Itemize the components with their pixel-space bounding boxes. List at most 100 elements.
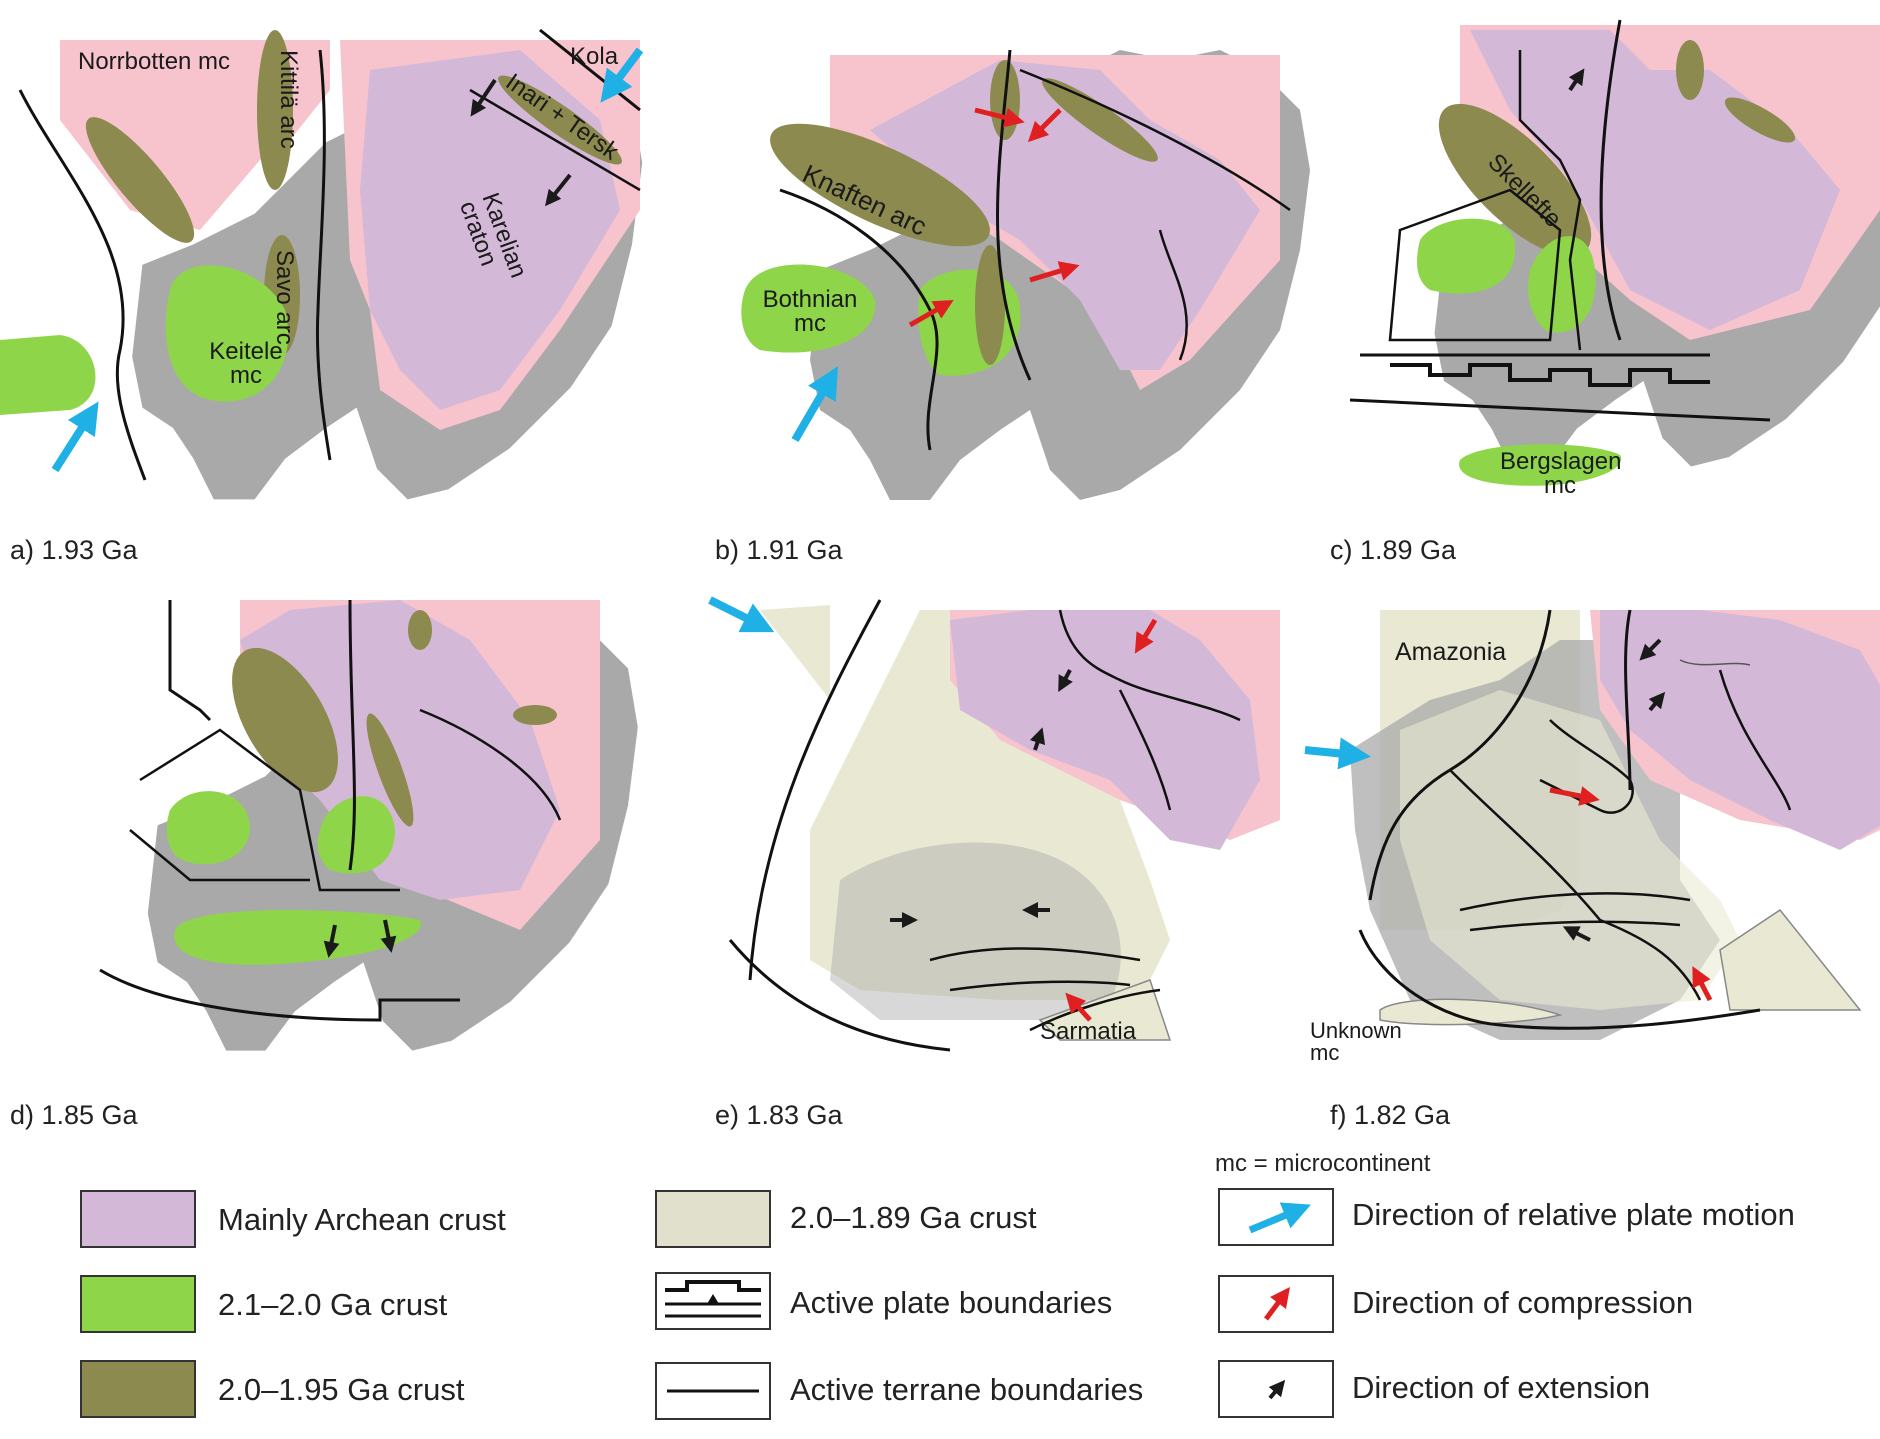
legend-label-2100-2000: 2.1–2.0 Ga crust	[218, 1287, 448, 1322]
legend-label-plate-boundary: Active plate boundaries	[790, 1285, 1113, 1320]
archean-region	[950, 610, 1260, 850]
compression-arrow	[1027, 108, 1062, 143]
panel-f: Amazonia Unknown mc f) 1.82 Ga	[1300, 580, 1880, 1130]
archean-region	[1600, 610, 1880, 850]
plate-boundary-south	[1358, 929, 1761, 1030]
label-bergslagen-mc: Bergslagen mc	[1500, 448, 1622, 499]
plate-boundary-central	[315, 49, 332, 461]
sarmatia-area	[1038, 979, 1172, 1041]
terrane-boundary-4	[949, 980, 1131, 992]
knaften-arc-area	[770, 123, 990, 247]
plate-motion-arrow	[51, 401, 99, 473]
bothnian-mc-area	[741, 264, 876, 353]
skellefte-area	[1438, 103, 1592, 257]
legend-swatch-2000-1950	[80, 1360, 196, 1418]
archean-region	[240, 600, 560, 900]
terrane-boundary-inari	[469, 88, 641, 192]
terrane-boundary-vertical	[1518, 50, 1582, 351]
panel-a-map	[0, 28, 644, 500]
panel-f-title: f) 1.82 Ga	[1330, 1100, 1451, 1130]
terrane-boundary-3	[348, 599, 356, 871]
panel-b-title: b) 1.91 Ga	[715, 535, 843, 565]
green-area-1	[166, 791, 250, 865]
green-east-area	[1528, 236, 1596, 333]
terrane-boundary-2	[1118, 689, 1172, 811]
label-sarmatia: Sarmatia	[1040, 1018, 1137, 1045]
terrane-boundary-2	[1718, 669, 1792, 811]
panel-e-title: e) 1.83 Ga	[715, 1100, 843, 1130]
label-keitele-mc: Keitele mc	[209, 338, 283, 389]
green-area-3	[174, 910, 422, 965]
archean-region	[870, 60, 1260, 370]
green-area-2	[317, 796, 395, 874]
panel-c: Skellefte Bergslagen mc c) 1.89 Ga	[1330, 10, 1880, 565]
plate-boundary-south	[728, 939, 951, 1052]
compression-arrow	[1065, 992, 1092, 1022]
plate-motion-arrow	[600, 47, 644, 103]
terrane-boundary-2	[1158, 229, 1188, 361]
compression-arrow	[1692, 966, 1713, 1002]
legend-label-compression: Direction of compression	[1352, 1285, 1694, 1320]
extension-arrow	[1639, 638, 1662, 661]
legend-swatch-plate-boundary	[655, 1272, 771, 1330]
terrane-boundary-1	[1019, 68, 1291, 212]
panel-a-title: a) 1.93 Ga	[10, 535, 138, 565]
plate-motion-arrow	[1304, 737, 1371, 770]
legend-mc-note: mc = microcontinent	[1215, 1150, 1431, 1177]
bergslagen-mc-area	[1459, 444, 1622, 486]
olive-area-2	[366, 713, 414, 827]
keitele-mc-area	[165, 265, 289, 402]
terrane-boundary-3	[1679, 659, 1751, 666]
olive-area-4	[513, 705, 557, 725]
panel-b: Knaften arc Bothnian mc b) 1.91 Ga	[700, 10, 1320, 565]
terrane-boundary-5	[1449, 769, 1702, 1001]
label-norrbotten-mc: Norrbotten mc	[78, 48, 231, 75]
legend-label-2000-1950: 2.0–1.95 Ga crust	[218, 1372, 465, 1407]
legend-label-archean: Mainly Archean crust	[218, 1202, 506, 1237]
extension-arrow	[1029, 727, 1046, 751]
terrane-boundary-icon	[667, 1389, 759, 1393]
terrane-boundary-5	[1029, 988, 1161, 1032]
left-microcontinent-area	[0, 335, 96, 415]
extension-arrow	[1562, 926, 1591, 942]
extension-arrow	[380, 919, 397, 953]
panel-b-map	[741, 49, 1310, 500]
compression-arrow	[1029, 261, 1080, 283]
extension-arrow	[545, 173, 572, 207]
kittila-arc-area	[257, 30, 293, 190]
olive-area-1	[232, 647, 338, 793]
terrane-boundary-central	[1599, 19, 1622, 341]
terrane-boundary-3	[929, 947, 1141, 962]
compression-arrow	[1134, 618, 1158, 654]
crust-2000-1890-area	[760, 605, 830, 700]
unknown-mc-area	[1379, 998, 1563, 1026]
plate-boundary-east	[996, 49, 1032, 381]
extension-arrow	[1568, 68, 1585, 92]
label-amazonia: Amazonia	[1395, 638, 1507, 666]
plate-boundary-west	[18, 89, 147, 481]
extension-arrow	[1058, 669, 1073, 693]
label-savo-arc: Savo arc	[271, 250, 298, 345]
legend-label-extension: Direction of extension	[1352, 1370, 1651, 1405]
terrane-boundary-1	[1624, 609, 1632, 791]
legend-label-plate-motion: Direction of relative plate motion	[1352, 1197, 1795, 1232]
extension-arrow	[323, 924, 340, 958]
olive-area-3	[408, 610, 432, 650]
panel-e: Sarmatia e) 1.83 Ga	[700, 580, 1320, 1130]
legend-swatch-terrane-boundary	[655, 1362, 771, 1420]
blue-arrow-icon	[1248, 1202, 1311, 1234]
extension-arrow	[470, 78, 497, 117]
legend-swatch-2100-2000	[80, 1275, 196, 1333]
plate-motion-arrow	[708, 596, 775, 633]
plate-boundary-2	[1349, 398, 1771, 422]
plate-boundary-west	[779, 188, 939, 451]
plate-boundary-stepped	[1390, 363, 1710, 387]
legend-swatch-2000-1890	[655, 1190, 771, 1248]
terrane-boundary-1	[139, 728, 400, 892]
terrane-boundary-6	[1459, 892, 1691, 912]
legend-label-2000-1890: 2.0–1.89 Ga crust	[790, 1200, 1037, 1235]
panel-a: Norrbotten mc Kittilä arc Savo arc Keite…	[0, 10, 644, 565]
black-arrow-icon	[1268, 1379, 1286, 1400]
plate-boundary-west	[748, 599, 882, 981]
legend-label-terrane-boundary: Active terrane boundaries	[790, 1372, 1144, 1407]
